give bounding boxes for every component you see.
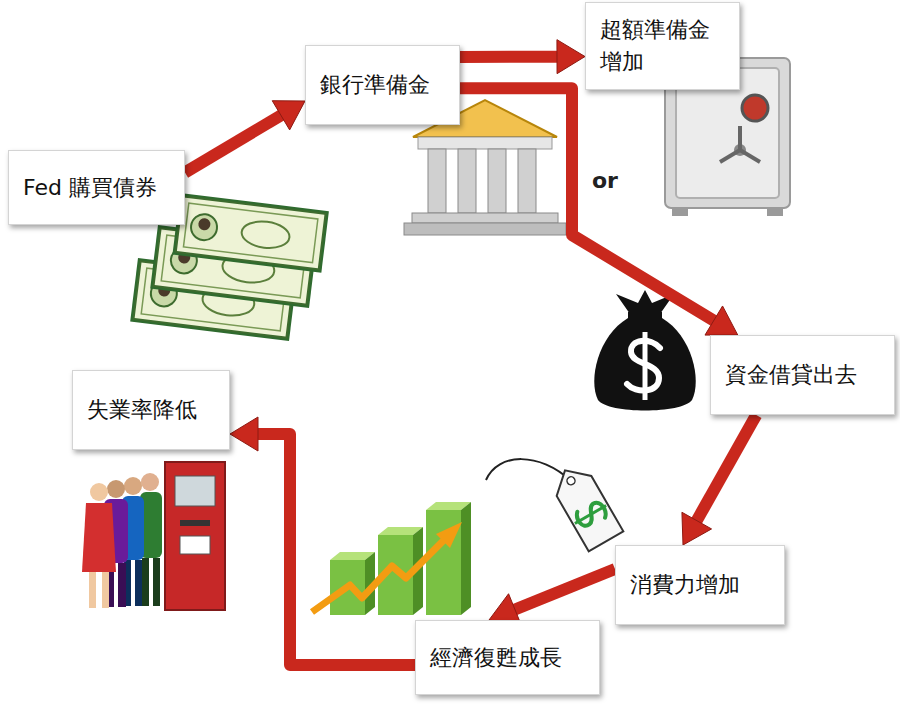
growth-chart-part: [312, 536, 448, 612]
dollar-bills-part-part: [198, 218, 211, 231]
arrow-shaft: [696, 415, 756, 522]
job-queue-part: [118, 563, 126, 607]
money-bag-part: [643, 332, 648, 400]
dollar-bills-part-part: [176, 196, 326, 269]
arrow-shaft: [513, 569, 615, 610]
safe-box-part: [738, 126, 742, 150]
dollar-bills-part-part: [183, 203, 317, 263]
price-tag-part-part: [575, 506, 606, 524]
money-bag: [594, 290, 696, 411]
arrow-shaft: [460, 51, 559, 63]
arrow-shaft: [256, 434, 415, 665]
job-queue-part: [165, 462, 225, 610]
box-text: 失業率降低: [87, 394, 197, 426]
dollar-bills-part: [172, 193, 328, 273]
job-queue-part: [180, 520, 210, 526]
bank-building-part: [518, 149, 536, 213]
price-tag: [486, 459, 623, 551]
money-bag-part: [594, 318, 696, 411]
box-text: Fed 購買債券: [23, 172, 157, 204]
bank-building-part: [488, 149, 506, 213]
growth-chart-part: [426, 510, 461, 615]
job-queue-part: [180, 536, 210, 554]
box-text: 超額準備金增加: [600, 14, 725, 78]
flow-arrow: [185, 101, 305, 173]
bank-building-part: [404, 223, 566, 235]
arrow-head: [705, 306, 738, 335]
safe-box-part: [672, 208, 688, 216]
arrow-shaft: [460, 88, 715, 321]
job-queue-part: [107, 480, 125, 498]
flow-arrow: [682, 415, 756, 545]
bank-building-part: [418, 137, 552, 149]
arrow-head: [682, 512, 712, 545]
money-bag-part: [628, 312, 662, 319]
flow-arrow: [460, 40, 585, 74]
box-text: 銀行準備金: [320, 69, 430, 101]
bank-building-part: [428, 149, 446, 213]
growth-chart-part: [461, 502, 471, 615]
box-text: 資金借貸出去: [725, 359, 857, 391]
box-text: 經濟復甦成長: [430, 642, 562, 674]
text-box: Fed 購買債券: [8, 150, 185, 225]
flow-arrow: [230, 417, 415, 665]
safe-box-part: [742, 95, 768, 121]
safe-box-part: [720, 150, 740, 162]
price-tag-part-part: [574, 499, 608, 530]
job-queue-part: [124, 477, 142, 495]
text-box: 資金借貸出去: [710, 335, 895, 415]
arrow-shaft: [185, 114, 283, 172]
bank-building-part: [412, 213, 558, 223]
growth-chart: [312, 502, 471, 615]
flow-arrow: [489, 569, 615, 625]
text-box: 經濟復甦成長: [415, 620, 600, 695]
job-queue-part: [135, 560, 142, 606]
text-box: 銀行準備金: [305, 45, 460, 125]
text-box: 失業率降低: [72, 370, 230, 450]
box-text: 消費力增加: [630, 569, 740, 601]
text-box: 消費力增加: [615, 545, 785, 625]
safe-box-part: [767, 208, 783, 216]
job-queue-part: [153, 558, 160, 606]
text-box: 超額準備金增加: [585, 2, 740, 90]
job-queue-part: [90, 483, 108, 501]
dollar-bills-part-part: [190, 213, 219, 242]
safe-box-part: [740, 150, 760, 162]
arrow-head: [557, 40, 585, 74]
job-queue: [82, 462, 225, 610]
choice-label: or: [592, 168, 618, 194]
price-tag-part: [548, 460, 624, 551]
job-queue-part: [82, 503, 116, 572]
job-queue-part: [89, 572, 96, 608]
bank-building-part: [458, 149, 476, 213]
job-queue-part: [175, 476, 215, 506]
arrow-head: [272, 101, 305, 130]
arrow-head: [230, 417, 258, 451]
job-queue-part: [142, 558, 149, 606]
price-tag-part-part: [566, 475, 577, 486]
growth-chart-part: [436, 522, 462, 548]
job-queue-part: [141, 473, 159, 491]
flow-arrow: [460, 88, 738, 335]
dollar-bills-part-part: [172, 193, 328, 273]
dollar-bills-part-part: [240, 219, 291, 251]
price-tag-part-part: [548, 460, 624, 551]
job-queue-part: [102, 572, 109, 608]
price-tag-part: [486, 459, 571, 481]
